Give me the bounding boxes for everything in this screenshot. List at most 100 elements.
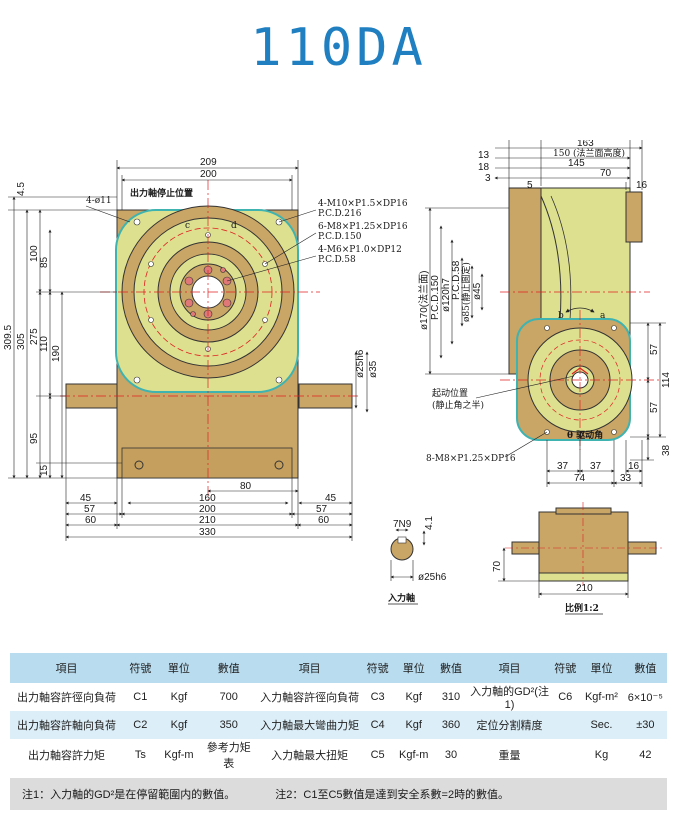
side-dim-d85: ø85(静止圆定): [460, 262, 472, 322]
input-dim-4-1: 4.1: [424, 516, 435, 530]
side-dim-57-top: 57: [649, 343, 660, 355]
cell: 入力軸最大彎曲力矩: [257, 711, 362, 739]
bottom-dim-210: 210: [576, 583, 593, 594]
front-view: 209 200 4-ø11 出力軸停止位置 c d 4-M10×P1.5×DP1…: [3, 157, 408, 541]
side-dim-pcd58: P.C.D.58: [451, 260, 462, 300]
header-symbol-1: 符號: [122, 653, 158, 683]
side-dim-d45: ø45: [472, 282, 483, 300]
dim-330: 330: [199, 527, 216, 538]
cell: Kgf-m: [164, 749, 194, 761]
dim-4-5: 4.5: [16, 182, 27, 196]
cell: [551, 711, 580, 739]
side-view: 163 13 150 (法兰面高度) 18 145 3 70 5 16 ø170…: [417, 140, 672, 487]
dim-309-5: 309.5: [3, 325, 14, 350]
side-dim-114: 114: [661, 372, 672, 388]
cell: [551, 739, 579, 771]
cell: 350: [200, 711, 258, 739]
side-curve: [540, 195, 562, 374]
side-dim-37-right: 37: [590, 461, 602, 472]
cell: 重量: [498, 750, 521, 762]
cell: 出力軸容許軸向負荷: [10, 711, 123, 739]
input-shaft-detail: 7N9 4.1 ø25h6 入力軸: [387, 516, 447, 605]
cell: 出力軸容許徑向負荷: [16, 692, 116, 704]
header-value-2: 數值: [434, 653, 468, 683]
front-centerlines: [60, 180, 360, 500]
dim-57-right: 57: [316, 504, 328, 515]
cell: Kgf: [393, 711, 435, 739]
cell: 出力軸容許力矩: [27, 750, 105, 762]
side-dim-16: 16: [636, 180, 648, 191]
dim-110: 110: [39, 336, 50, 352]
cell: 參考力矩表: [206, 742, 251, 770]
dim-305: 305: [16, 333, 27, 350]
cell: C6: [558, 691, 573, 703]
cell: Kgf: [405, 691, 422, 703]
dim-60-left: 60: [85, 515, 97, 526]
side-letter-b: b: [558, 311, 564, 321]
dim-15: 15: [39, 464, 50, 476]
header-symbol-3: 符號: [551, 653, 580, 683]
note-2: 注2：C1至C5數值是達到安全系數=2時的數值。: [275, 789, 510, 801]
header-item-3: 項目: [467, 653, 552, 683]
letter-c: c: [185, 221, 190, 231]
side-dim-18: 18: [478, 162, 490, 173]
callout-m6: 4-M6×P1.0×DP12: [318, 245, 402, 255]
table-row: 出力軸容許力矩 Ts Kgf-m 參考力矩表 入力軸最大扭矩 C5 Kgf-m …: [10, 739, 667, 771]
notes-bar: 注1：入力軸的GD²是在停留範圍内的數值。 注2：C1至C5數值是達到安全系數=…: [10, 778, 667, 810]
header-item-1: 項目: [10, 653, 123, 683]
side-dim-d170: ø170(法兰面): [417, 271, 430, 330]
side-dim-pcd150: P.C.D.150: [430, 275, 441, 320]
side-thread-label: 8-M8×P1.25×DP16: [426, 454, 516, 464]
cell: Kgf-m: [399, 749, 429, 761]
side-dim-150: 150 (法兰面高度): [553, 147, 625, 159]
callout-pcd58: P.C.D.58: [318, 255, 356, 265]
cell: Kgf-m²: [584, 691, 618, 703]
side-dim-5: 5: [527, 180, 533, 191]
dim-160: 160: [199, 493, 216, 504]
cell: 310: [441, 691, 461, 703]
dim-200: 200: [200, 169, 217, 180]
dim-d25h6: ø25h6: [355, 349, 366, 378]
callout-m10: 4-M10×P1.5×DP16: [318, 199, 408, 209]
header-unit-1: 單位: [157, 653, 201, 683]
bottom-dim-70: 70: [492, 560, 503, 572]
side-dim-3: 3: [485, 173, 491, 184]
table-row: 出力軸容許徑向負荷 C1 Kgf 700 入力軸容許徑向負荷 C3 Kgf 31…: [10, 683, 667, 711]
dim-80: 80: [240, 481, 252, 492]
scale-caption: 比例1:2: [565, 602, 599, 614]
dim-45-left: 45: [80, 493, 92, 504]
cell: 入力軸的GD²(注1): [470, 686, 549, 711]
base-hole: [134, 460, 144, 470]
cell: 入力軸容許徑向負荷: [260, 692, 360, 704]
dim-d35: ø35: [368, 360, 379, 378]
cell: 6×10⁻⁵: [627, 691, 663, 704]
note-1: 注1：入力軸的GD²是在停留範圍内的數值。: [22, 789, 236, 801]
side-dim-74: 74: [574, 473, 586, 484]
cell: C1: [133, 691, 148, 703]
input-dim-d25h6: ø25h6: [418, 572, 447, 583]
cell: Sec.: [579, 711, 624, 739]
start-position-sub: (静止角之半): [432, 399, 484, 411]
dim-210: 210: [199, 515, 216, 526]
side-dim-37-left: 37: [557, 461, 569, 472]
header-item-2: 項目: [257, 653, 362, 683]
header-unit-3: 單位: [579, 653, 624, 683]
bottom-body: [538, 511, 629, 575]
cell: Kg: [594, 749, 609, 761]
cell: 42: [639, 749, 652, 761]
cell: 700: [219, 691, 238, 703]
side-dim-38: 38: [661, 444, 672, 456]
cell: Kgf: [170, 691, 188, 703]
table-row: 出力軸容許軸向負荷 C2 Kgf 350 入力軸最大彎曲力矩 C4 Kgf 36…: [10, 711, 667, 739]
dim-60-right: 60: [318, 515, 330, 526]
dim-190: 190: [51, 345, 62, 362]
side-dim-13: 13: [478, 150, 490, 161]
spec-table: 項目 符號 單位 數值 項目 符號 單位 數值 項目 符號 單位 數值 出力軸容…: [10, 653, 667, 771]
cell: 入力軸最大扭矩: [271, 750, 349, 762]
housing-base: [121, 447, 293, 479]
bottom-view: 70 210 比例1:2: [492, 502, 664, 615]
callout-pcd216: P.C.D.216: [318, 209, 362, 219]
header-symbol-2: 符號: [361, 653, 394, 683]
side-dim-163: 163: [577, 140, 594, 149]
cell: C2: [122, 711, 158, 739]
